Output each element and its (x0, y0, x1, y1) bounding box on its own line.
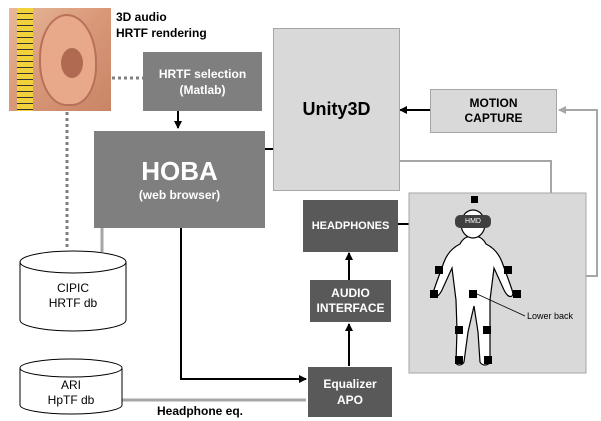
ari-label: ARI HpTF db (20, 378, 122, 408)
hrtf-selection-box: HRTF selection (Matlab) (143, 52, 262, 111)
audio-interface-line1: AUDIO (331, 286, 370, 300)
unity-label: Unity3D (302, 99, 371, 119)
lower-back-leader (476, 293, 526, 317)
hoba-title: HOBA (141, 155, 218, 186)
hmd-label: HMD (465, 218, 481, 225)
figure-panel (408, 192, 587, 374)
hrtf-selection-line2: (Matlab) (179, 82, 226, 97)
motion-capture-line2: CAPTURE (464, 111, 523, 125)
hrtf-selection-line1: HRTF selection (158, 66, 247, 81)
headphones-box: HEADPHONES (303, 200, 398, 252)
ear-image (9, 8, 111, 111)
ruler-icon (17, 8, 33, 111)
ear-caption-line1: 3D audio (116, 10, 167, 24)
cipic-cylinder (19, 250, 127, 332)
headphone-eq-label: Headphone eq. (157, 404, 244, 418)
ari-line2: HpTF db (47, 393, 95, 407)
ear-canal (61, 48, 83, 78)
audio-interface-line2: INTERFACE (316, 301, 385, 315)
equalizer-box: Equalizer APO (308, 367, 392, 417)
ari-cylinder (19, 358, 123, 415)
motion-capture-box: MOTION CAPTURE (430, 89, 557, 133)
equalizer-line2: APO (336, 393, 363, 407)
cipic-label: CIPIC HRTF db (20, 281, 126, 311)
cipic-line2: HRTF db (48, 296, 98, 310)
sensor-markers (430, 196, 521, 364)
hoba-subtitle: (web browser) (138, 187, 221, 202)
ear-caption: 3D audio HRTF rendering (116, 9, 246, 41)
ear-caption-line2: HRTF rendering (116, 26, 207, 40)
motion-capture-line1: MOTION (469, 96, 518, 110)
ari-line1: ARI (60, 378, 81, 392)
hoba-box: HOBA (web browser) (94, 131, 265, 228)
hmd-device (455, 215, 491, 228)
lower-back-label: Lower back (527, 311, 574, 321)
gray-figure-to-mocap (558, 106, 598, 277)
audio-interface-box: AUDIO INTERFACE (310, 280, 391, 322)
headphones-label: HEADPHONES (311, 220, 390, 232)
cipic-line1: CIPIC (56, 281, 89, 295)
arrow-hoba-to-equalizer (180, 228, 307, 383)
equalizer-line1: Equalizer (323, 377, 377, 391)
unity-box: Unity3D (273, 28, 400, 191)
